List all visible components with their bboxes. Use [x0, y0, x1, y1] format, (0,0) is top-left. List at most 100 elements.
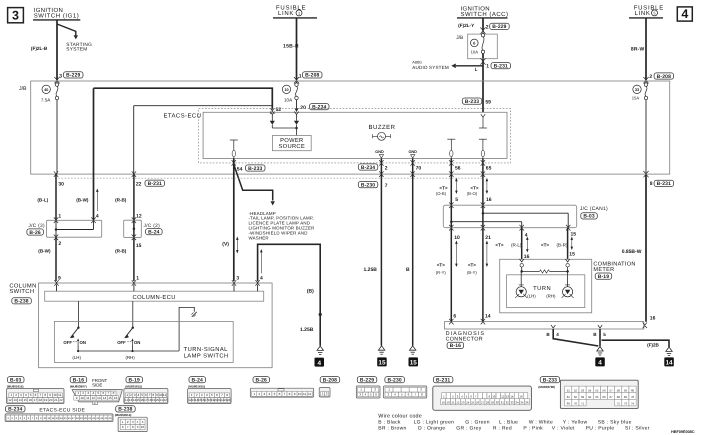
svg-text:20: 20: [300, 105, 306, 111]
svg-text:21: 21: [54, 398, 58, 402]
svg-text:71: 71: [581, 402, 585, 406]
svg-text:17: 17: [34, 398, 38, 402]
svg-text:9: 9: [76, 396, 78, 400]
svg-text:O : Orange: O : Orange: [418, 425, 446, 431]
svg-text:OFF: OFF: [117, 340, 126, 345]
svg-text:ETACS-ECU: ETACS-ECU: [164, 113, 202, 120]
svg-text:15A: 15A: [632, 96, 640, 101]
svg-text:B-24: B-24: [148, 229, 160, 235]
svg-text:6: 6: [375, 392, 377, 396]
svg-text:4: 4: [598, 360, 602, 367]
svg-text:10: 10: [80, 396, 84, 400]
svg-text:18: 18: [76, 417, 79, 420]
svg-text:3: 3: [20, 393, 22, 397]
svg-text:(R-Y): (R-Y): [436, 270, 447, 275]
svg-text:COLUMN-ECU: COLUMN-ECU: [133, 294, 176, 301]
svg-text:B-231: B-231: [657, 181, 671, 187]
svg-text:5: 5: [274, 392, 276, 396]
svg-text:COMBINATION: COMBINATION: [593, 261, 635, 267]
svg-text:7: 7: [284, 392, 286, 396]
svg-text:9: 9: [156, 393, 158, 397]
svg-text:61: 61: [567, 395, 571, 399]
svg-text:2: 2: [196, 393, 198, 397]
svg-text:1: 1: [486, 64, 489, 70]
svg-text:9: 9: [40, 417, 42, 420]
svg-text:16: 16: [650, 316, 656, 322]
svg-text:J/C (CAN1): J/C (CAN1): [580, 206, 608, 212]
svg-text:4: 4: [25, 393, 27, 397]
svg-text:2: 2: [130, 393, 132, 397]
svg-text:15: 15: [108, 396, 112, 400]
svg-text:13: 13: [129, 398, 133, 402]
svg-text:36: 36: [525, 401, 529, 405]
svg-text:20: 20: [84, 417, 87, 420]
svg-text:4: 4: [681, 7, 688, 21]
svg-text:15: 15: [569, 252, 575, 258]
svg-text:21: 21: [88, 417, 91, 420]
svg-text:11: 11: [58, 393, 61, 397]
svg-text:F: F: [94, 401, 96, 405]
svg-text:56: 56: [602, 388, 606, 392]
svg-text:IGNITION: IGNITION: [34, 7, 63, 14]
svg-text:5: 5: [603, 332, 606, 337]
svg-text:(LH): (LH): [527, 293, 536, 298]
svg-text:8: 8: [421, 392, 423, 396]
svg-text:3: 3: [59, 74, 62, 80]
svg-text:B-231: B-231: [436, 377, 450, 383]
svg-text:(RH): (RH): [546, 293, 556, 298]
svg-text:8: 8: [113, 391, 115, 395]
svg-text:FUSIBLE: FUSIBLE: [634, 5, 664, 12]
svg-text:53: 53: [581, 388, 585, 392]
svg-text:B-19: B-19: [129, 377, 141, 383]
svg-text:25: 25: [471, 401, 475, 405]
svg-text:1: 1: [7, 417, 9, 420]
svg-text:14: 14: [510, 394, 514, 398]
svg-text:10: 10: [141, 425, 145, 429]
svg-text:2: 2: [326, 392, 328, 396]
svg-text:A88G: A88G: [412, 61, 422, 65]
svg-text:B-19: B-19: [598, 274, 610, 280]
svg-text:5: 5: [455, 197, 458, 203]
svg-text:6: 6: [122, 425, 124, 429]
svg-text:5: 5: [370, 392, 372, 396]
svg-text:4: 4: [138, 393, 140, 397]
svg-text:1: 1: [10, 393, 12, 397]
svg-text:7: 7: [127, 425, 129, 429]
svg-text:22: 22: [59, 398, 63, 402]
svg-text:17: 17: [204, 398, 208, 402]
svg-text:1: 1: [122, 420, 124, 424]
svg-text:1.25B: 1.25B: [300, 327, 314, 333]
svg-text:IGNITION: IGNITION: [461, 5, 490, 12]
svg-text:4: 4: [20, 417, 22, 420]
svg-text:12: 12: [92, 396, 96, 400]
svg-text:DIAGNOSIS: DIAGNOSIS: [446, 331, 485, 337]
svg-text:B-208: B-208: [305, 73, 319, 79]
svg-text:B-16: B-16: [73, 377, 85, 383]
svg-text:65: 65: [486, 165, 492, 171]
svg-text:5: 5: [98, 391, 100, 395]
svg-text:10: 10: [492, 394, 496, 398]
svg-text:1: 1: [298, 12, 300, 16]
svg-text:19: 19: [442, 401, 446, 405]
svg-text:7: 7: [149, 393, 151, 397]
svg-text:3: 3: [388, 392, 390, 396]
svg-text:23: 23: [96, 417, 99, 420]
svg-text:5: 5: [466, 394, 468, 398]
svg-text:LAMP SWITCH: LAMP SWITCH: [184, 353, 229, 360]
svg-text:SWITCH: SWITCH: [9, 288, 34, 295]
svg-text:4: 4: [525, 233, 528, 239]
svg-text:1: 1: [443, 394, 445, 398]
svg-text:B: B: [406, 267, 410, 273]
svg-text:6: 6: [35, 393, 37, 397]
svg-text:16: 16: [29, 398, 33, 402]
svg-text:2: 2: [127, 420, 129, 424]
svg-text:16: 16: [140, 398, 144, 402]
svg-text:12: 12: [308, 392, 312, 396]
svg-text:B-238: B-238: [118, 407, 132, 413]
svg-text:58: 58: [617, 388, 621, 392]
svg-text:12: 12: [136, 213, 142, 219]
svg-text:3: 3: [134, 393, 136, 397]
svg-text:B: B: [546, 332, 550, 337]
svg-text:14: 14: [665, 360, 673, 367]
svg-text:12: 12: [8, 398, 12, 402]
